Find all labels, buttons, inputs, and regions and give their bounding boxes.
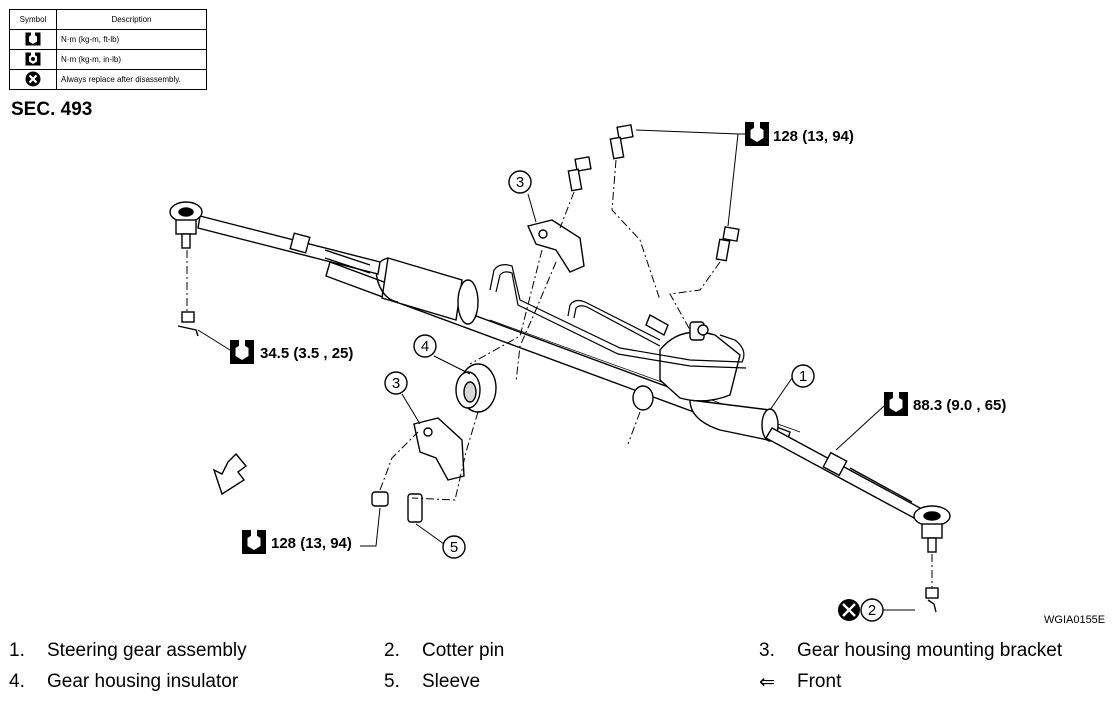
always-replace-icon <box>25 71 41 86</box>
legend-table: Symbol Description N·m (kg-m, ft-lb) N·m… <box>9 9 207 90</box>
lower-mounting-bracket <box>413 417 465 481</box>
part-label: Steering gear assembly <box>47 640 247 661</box>
hydraulic-lines <box>489 264 747 369</box>
right-tie-rod-end <box>913 505 951 553</box>
callout-label: 4 <box>421 338 429 355</box>
part-label: Sleeve <box>422 671 481 692</box>
assembly-guide-lines <box>186 159 933 588</box>
torque-icon <box>242 530 266 554</box>
torque-callout-top-right: 128 (13, 94) <box>745 122 854 146</box>
right-housing <box>689 399 779 442</box>
callout-number-3-top: 3 <box>508 170 532 194</box>
torque-nm-inlb-icon <box>25 51 41 65</box>
torque-icon <box>884 392 908 416</box>
mounting-bolts <box>567 124 740 262</box>
part-label: Gear housing insulator <box>47 671 239 692</box>
part-label: Gear housing mounting bracket <box>797 640 1063 661</box>
part-number: 1. <box>9 640 25 661</box>
gear-housing-insulator <box>455 363 497 413</box>
torque-value: 128 (13, 94) <box>271 535 352 552</box>
callout-label: 5 <box>450 539 458 556</box>
upper-mounting-bracket <box>527 219 585 273</box>
callout-label: 1 <box>799 368 807 385</box>
front-arrow-icon <box>212 452 248 496</box>
legend-row: Always replace after disassembly. <box>9 69 207 90</box>
callout-number-2: 2 <box>838 598 884 622</box>
callout-number-3-bottom: 3 <box>384 371 408 395</box>
callout-label: 2 <box>868 602 876 619</box>
torque-callout-bottom-left: 128 (13, 94) <box>242 530 352 554</box>
left-tie-rod <box>197 215 381 275</box>
part-number: 3. <box>759 640 775 661</box>
left-housing <box>375 257 479 325</box>
part-number: 4. <box>9 671 25 692</box>
section-number: SEC. 493 <box>11 99 93 120</box>
torque-nm-icon <box>25 31 41 45</box>
right-tie-rod <box>765 427 921 519</box>
torque-icon <box>745 122 769 146</box>
torque-callout-right-tie-rod: 88.3 (9.0 , 65) <box>884 392 1006 416</box>
callout-number-5: 5 <box>442 535 466 559</box>
part-number: 2. <box>384 640 400 661</box>
front-arrow-symbol: ⇐ <box>759 672 775 693</box>
part-label: Front <box>797 671 842 692</box>
figure-id: WGIA0155E <box>1044 614 1106 626</box>
torque-callout-left-tie-rod: 34.5 (3.5 , 25) <box>230 340 353 364</box>
legend-description: Always replace after disassembly. <box>56 69 207 90</box>
callout-label: 3 <box>516 174 524 191</box>
callout-number-1: 1 <box>791 364 815 388</box>
callout-number-4: 4 <box>413 334 437 358</box>
callout-label: 3 <box>392 375 400 392</box>
torque-icon <box>230 340 254 364</box>
torque-value: 34.5 (3.5 , 25) <box>260 345 353 362</box>
lower-nut-and-sleeve <box>371 491 423 523</box>
legend-row: N·m (kg-m, ft-lb) <box>9 29 207 50</box>
part-number: 5. <box>384 671 400 692</box>
torque-value: 128 (13, 94) <box>773 128 854 145</box>
tie-rod-nuts <box>177 311 939 613</box>
legend-header-row: Symbol Description <box>9 9 207 30</box>
left-tie-rod-end <box>169 201 203 249</box>
part-label: Cotter pin <box>422 640 505 661</box>
steering-gear-diagram: 128 (13, 94) 34.5 (3.5 , 25) 88.3 (9.0 ,… <box>169 122 1006 622</box>
gear-valve-housing <box>632 314 741 411</box>
torque-value: 88.3 (9.0 , 65) <box>913 397 1006 414</box>
